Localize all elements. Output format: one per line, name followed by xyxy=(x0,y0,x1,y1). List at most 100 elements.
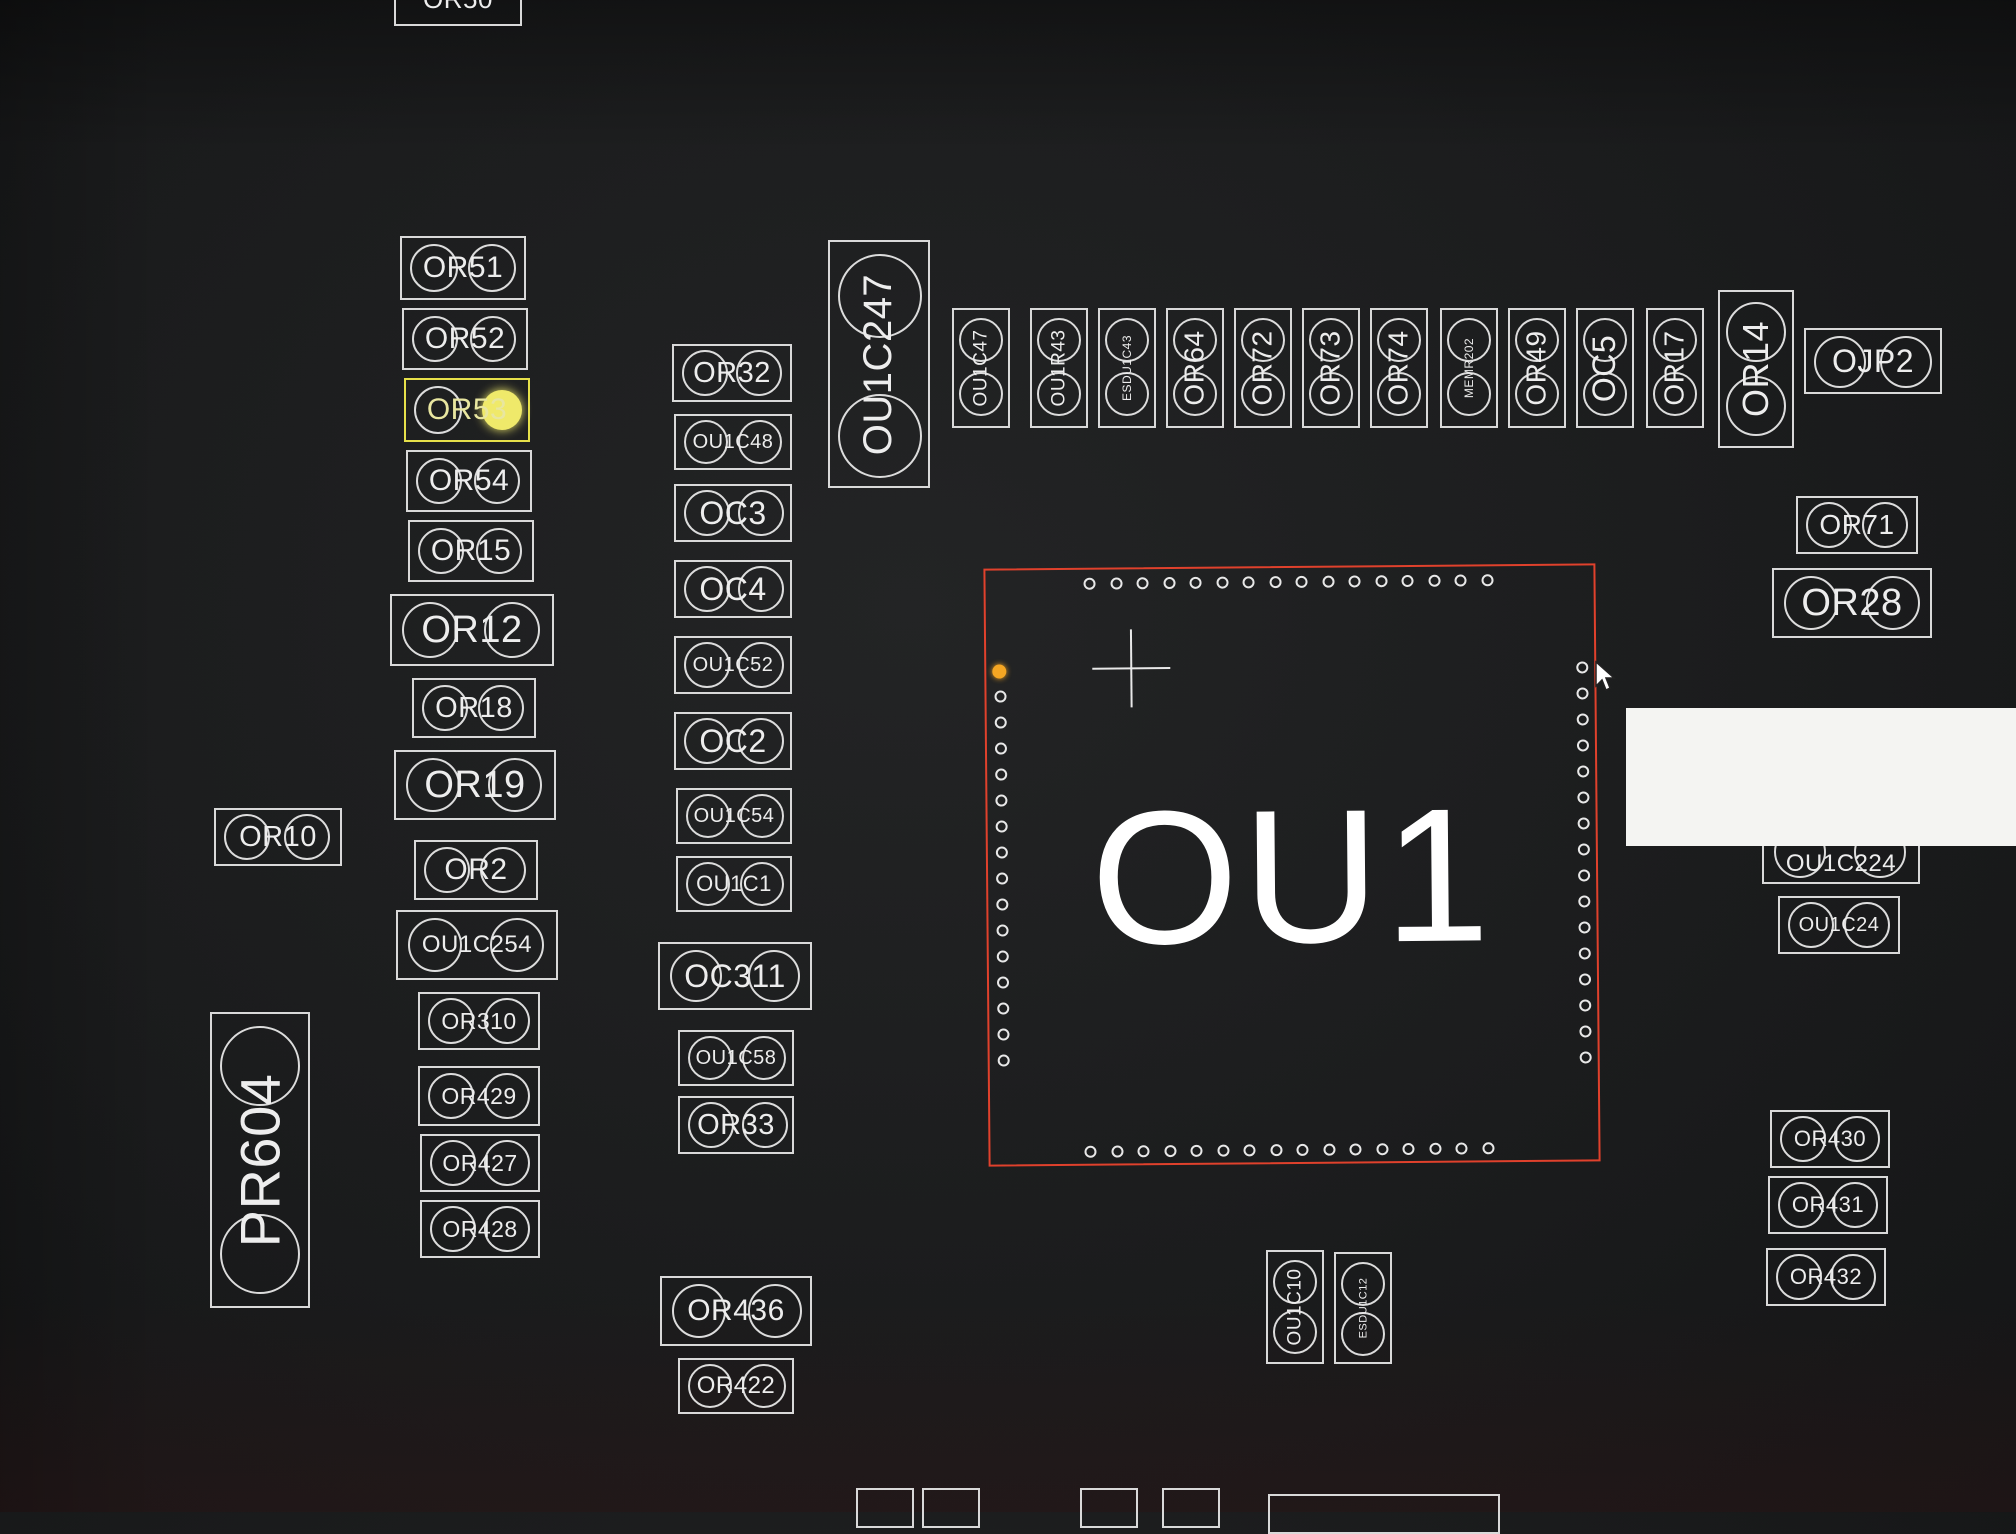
selection-marker xyxy=(482,390,522,430)
ic-pin xyxy=(1578,895,1591,908)
ic-pin xyxy=(1576,687,1589,700)
component-label: OR436 xyxy=(687,1294,785,1327)
main-ic-label: OU1 xyxy=(1089,769,1495,985)
component-or54[interactable]: OR54 xyxy=(406,450,532,512)
component-or51[interactable]: OR51 xyxy=(400,236,526,300)
component-label: MEMR202 xyxy=(1462,337,1476,399)
component-or430[interactable]: OR430 xyxy=(1770,1110,1890,1168)
ic-pin xyxy=(1402,1142,1415,1156)
component-or15[interactable]: OR15 xyxy=(408,520,534,582)
component-partial[interactable] xyxy=(1162,1488,1220,1528)
component-ou1c224[interactable]: OU1C224 xyxy=(1762,820,1920,884)
component-label: OR427 xyxy=(442,1149,518,1176)
component-label: OR10 xyxy=(239,820,317,853)
component-or53-selected[interactable]: OR53 xyxy=(404,378,530,442)
component-or28[interactable]: OR28 xyxy=(1772,568,1932,638)
component-or52[interactable]: OR52 xyxy=(402,308,528,370)
ic-pin xyxy=(997,1054,1010,1067)
component-oc4[interactable]: OC4 xyxy=(674,560,792,618)
ic-pin xyxy=(996,872,1009,885)
component-or50[interactable]: OR50 xyxy=(394,0,522,26)
component-partial[interactable] xyxy=(1080,1488,1138,1528)
component-or2[interactable]: OR2 xyxy=(414,840,538,900)
component-oc311[interactable]: OC311 xyxy=(658,942,812,1010)
component-pr604[interactable]: PR604 xyxy=(210,1012,310,1308)
component-or32[interactable]: OR32 xyxy=(672,344,792,402)
ic-pin xyxy=(1269,1144,1283,1157)
component-oc2[interactable]: OC2 xyxy=(674,712,792,770)
component-label: OR28 xyxy=(1801,581,1903,624)
component-ou1c10[interactable]: OU1C10 xyxy=(1266,1250,1324,1364)
component-label: OR15 xyxy=(430,534,512,567)
ic-pin xyxy=(997,1002,1010,1015)
component-label: OR64 xyxy=(1179,330,1210,406)
component-or422[interactable]: OR422 xyxy=(678,1358,794,1414)
ic-pin xyxy=(1349,1143,1362,1156)
ic-pin xyxy=(995,846,1008,859)
component-label: OC3 xyxy=(699,494,767,531)
ic-pin xyxy=(995,794,1008,807)
ic-pin xyxy=(1348,575,1361,588)
component-ou1c47[interactable]: OU1C47 xyxy=(952,308,1010,428)
component-or17[interactable]: OR17 xyxy=(1646,308,1704,428)
ic-pin xyxy=(1322,1143,1336,1156)
component-or71[interactable]: OR71 xyxy=(1796,496,1918,554)
component-oc5[interactable]: OC5 xyxy=(1576,308,1634,428)
component-or18[interactable]: OR18 xyxy=(412,678,536,738)
component-esdu1c12[interactable]: ESDU1C12 xyxy=(1334,1252,1392,1364)
component-ou1c254[interactable]: OU1C254 xyxy=(396,910,558,980)
component-ou1c247[interactable]: OU1C247 xyxy=(828,240,930,488)
component-or74[interactable]: OR74 xyxy=(1370,308,1428,428)
component-or429[interactable]: OR429 xyxy=(418,1066,540,1126)
ic-pin xyxy=(997,1028,1010,1041)
component-or64[interactable]: OR64 xyxy=(1166,308,1224,428)
component-label: OC2 xyxy=(699,722,767,759)
component-or49[interactable]: OR49 xyxy=(1508,308,1566,428)
component-ou1c58[interactable]: OU1C58 xyxy=(678,1030,794,1086)
component-label: OR429 xyxy=(441,1082,517,1109)
component-label: OC311 xyxy=(684,957,786,994)
component-ou1c52[interactable]: OU1C52 xyxy=(674,636,792,694)
component-label: OR32 xyxy=(693,356,771,389)
ic-pin xyxy=(994,690,1007,703)
component-or19[interactable]: OR19 xyxy=(394,750,556,820)
component-label: OR432 xyxy=(1789,1264,1863,1289)
ic-pin xyxy=(1137,1145,1150,1158)
component-or12[interactable]: OR12 xyxy=(390,594,554,666)
component-label: PR604 xyxy=(228,1073,292,1247)
component-label: OR51 xyxy=(422,251,504,284)
component-ou1c1[interactable]: OU1C1 xyxy=(676,856,792,912)
component-label: OR50 xyxy=(423,0,493,15)
component-partial[interactable] xyxy=(1268,1494,1500,1534)
pin1-marker xyxy=(992,664,1007,679)
component-label: OU1C10 xyxy=(1284,1268,1306,1346)
component-or73[interactable]: OR73 xyxy=(1302,308,1360,428)
component-or14[interactable]: OR14 xyxy=(1718,290,1794,448)
component-label: ESDU1C12 xyxy=(1357,1277,1370,1339)
component-or428[interactable]: OR428 xyxy=(420,1200,540,1258)
component-partial[interactable] xyxy=(856,1488,914,1528)
component-or33[interactable]: OR33 xyxy=(678,1096,794,1154)
component-or436[interactable]: OR436 xyxy=(660,1276,812,1346)
component-ou1c48[interactable]: OU1C48 xyxy=(674,414,792,470)
component-or10[interactable]: OR10 xyxy=(214,808,342,866)
component-oc3[interactable]: OC3 xyxy=(674,484,792,542)
main-ic-ou1[interactable]: OU1 xyxy=(983,563,1601,1167)
component-label: OJP2 xyxy=(1831,342,1915,379)
component-memr202[interactable]: MEMR202 xyxy=(1440,308,1498,428)
component-or310[interactable]: OR310 xyxy=(418,992,540,1050)
component-esdu1c43[interactable]: ESDU1C43 xyxy=(1098,308,1156,428)
component-ou1c54[interactable]: OU1C54 xyxy=(676,788,792,844)
component-label: OR19 xyxy=(424,763,526,806)
component-label: OR428 xyxy=(442,1215,518,1242)
component-or72[interactable]: OR72 xyxy=(1234,308,1292,428)
component-ou1r43[interactable]: OU1R43 xyxy=(1030,308,1088,428)
ic-pin xyxy=(1136,577,1149,590)
component-or427[interactable]: OR427 xyxy=(420,1134,540,1192)
component-ou1c24[interactable]: OU1C24 xyxy=(1778,896,1900,954)
component-ojp2[interactable]: OJP2 xyxy=(1804,328,1942,394)
component-or431[interactable]: OR431 xyxy=(1768,1176,1888,1234)
component-label: OU1C48 xyxy=(692,430,774,453)
component-or432[interactable]: OR432 xyxy=(1766,1248,1886,1306)
component-partial[interactable] xyxy=(922,1488,980,1528)
